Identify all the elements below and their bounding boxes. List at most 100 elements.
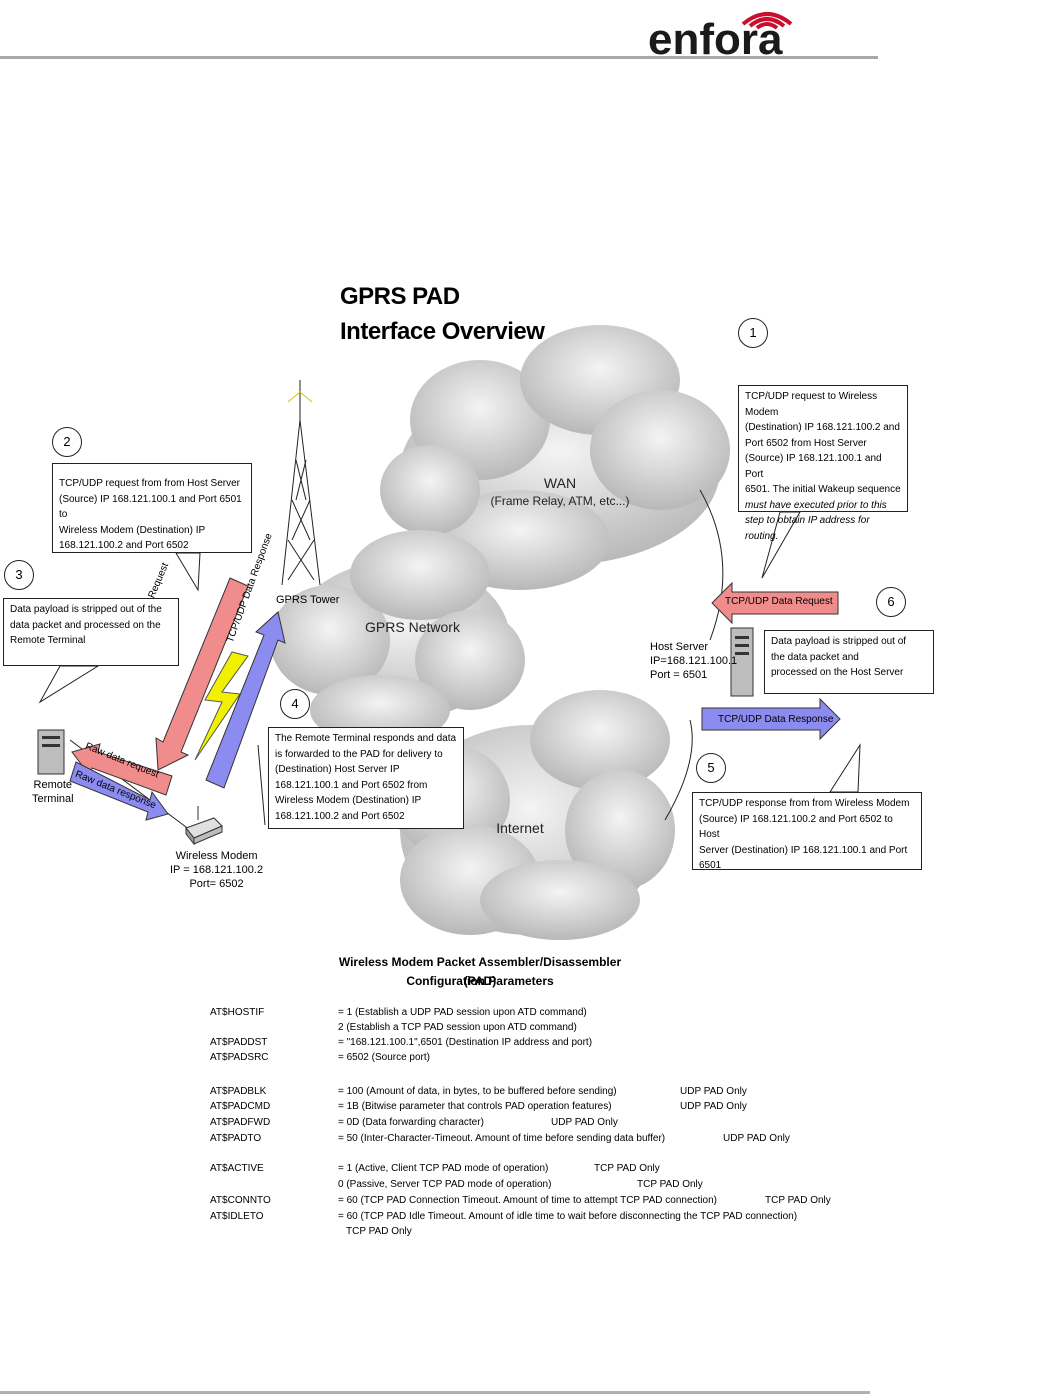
remote-terminal-line1: Remote xyxy=(33,779,73,791)
wan-sub-label: (Frame Relay, ATM, etc...) xyxy=(490,494,630,508)
callout6-line: the data packet and xyxy=(771,651,859,663)
config-value: = "168.121.100.1",6501 (Destination IP a… xyxy=(338,1037,593,1048)
config-key: AT$PADDST xyxy=(210,1037,268,1048)
logo-text: enfora xyxy=(648,15,783,62)
config-title-line2: Configuration Parameters xyxy=(406,974,554,988)
config-note: UDP PAD Only xyxy=(680,1101,747,1112)
wan-host-link xyxy=(699,489,724,641)
config-value: 2 (Establish a TCP PAD session upon ATD … xyxy=(338,1022,577,1033)
config-note: TCP PAD Only xyxy=(765,1195,831,1206)
callout4-line: (Destination) Host Server IP xyxy=(275,764,400,775)
config-key: AT$PADBLK xyxy=(210,1086,267,1097)
tcp-udp-data-response-arrow-diag xyxy=(205,611,286,789)
callout2-line: TCP/UDP request from from Host Server xyxy=(59,478,240,489)
callout4-line: is forwarded to the PAD for delivery to xyxy=(275,748,443,760)
step-number-4: 4 xyxy=(280,689,310,719)
config-value: = 60 (TCP PAD Idle Timeout. Amount of id… xyxy=(338,1211,798,1222)
callout1-line: (Source) IP 168.121.100.1 and Port xyxy=(745,453,882,480)
callout4-pointer xyxy=(257,744,266,826)
step-number-2: 2 xyxy=(52,427,82,457)
callout3-line: Data payload is stripped out of the xyxy=(10,604,162,615)
callout1-line: 6501. The initial Wakeup sequence xyxy=(745,484,901,495)
callout4-line: The Remote Terminal responds and data xyxy=(275,733,457,744)
config-value: = 1B (Bitwise parameter that controls PA… xyxy=(338,1101,612,1112)
raw-data-request-arrow xyxy=(71,743,173,796)
config-value: = 50 (Inter-Character-Timeout. Amount of… xyxy=(338,1133,666,1144)
config-key: AT$PADFWD xyxy=(210,1117,271,1128)
diagram-title-line1: GPRS PAD xyxy=(340,283,460,310)
host-server-icon xyxy=(730,627,754,697)
gprs-tower-label: GPRS Tower xyxy=(276,594,340,606)
config-key: AT$IDLETO xyxy=(210,1211,264,1222)
lightning-bolt-icon xyxy=(194,651,249,761)
host-server-label: Host Server IP=168.121.100.1 Port = 6501 xyxy=(650,640,738,682)
callout2-line: 168.121.100.2 and Port 6502 xyxy=(59,540,189,551)
config-key: AT$ACTIVE xyxy=(210,1163,264,1174)
config-value: = 60 (TCP PAD Connection Timeout. Amount… xyxy=(338,1195,717,1206)
step-number-5: 5 xyxy=(696,753,726,783)
remote-terminal-line2: Terminal xyxy=(32,793,74,805)
config-key: AT$PADCMD xyxy=(210,1101,271,1112)
callout3-pointer xyxy=(38,665,100,704)
gprs-tower-icon xyxy=(281,380,321,586)
config-note: TCP PAD Only xyxy=(594,1163,660,1174)
callout5-line: TCP/UDP response from from Wireless Mode… xyxy=(699,798,910,809)
remote-terminal-icon xyxy=(37,729,65,775)
callout-step-3: Data payload is stripped out of the data… xyxy=(3,598,179,666)
wan-label: WAN xyxy=(543,475,577,491)
callout5-pointer xyxy=(829,743,861,793)
callout1-line: TCP/UDP request to Wireless Modem xyxy=(745,391,878,418)
gprs-network-label: GPRS Network xyxy=(365,619,460,635)
step-number-6: 6 xyxy=(876,587,906,617)
config-value: = 1 (Active, Client TCP PAD mode of oper… xyxy=(338,1163,549,1174)
config-note: UDP PAD Only xyxy=(680,1086,747,1097)
host-server-ip: IP=168.121.100.1 xyxy=(650,655,738,667)
config-value: = 6502 (Source port) xyxy=(338,1052,430,1063)
callout1-line: Port 6502 from Host Server xyxy=(745,437,867,449)
config-value: 0 (Passive, Server TCP PAD mode of opera… xyxy=(338,1179,552,1190)
callout1-line: must have executed prior to this xyxy=(745,499,887,511)
logo-graphic: enfora xyxy=(648,12,793,62)
config-value: = 1 (Establish a UDP PAD session upon AT… xyxy=(338,1007,587,1018)
config-note: UDP PAD Only xyxy=(551,1117,618,1128)
remote-terminal-label: Remote Terminal xyxy=(32,778,74,806)
enfora-logo: enfora xyxy=(645,2,875,62)
callout1-line: (Destination) IP 168.121.100.2 and xyxy=(745,422,900,433)
callout-step-5: TCP/UDP response from from Wireless Mode… xyxy=(692,792,922,871)
callout5-line: 6501 xyxy=(699,860,722,871)
callout6-line: Data payload is stripped out of xyxy=(771,636,907,647)
tcp-udp-data-request-arrow-diag xyxy=(155,577,249,771)
callout-step-4: The Remote Terminal responds and data is… xyxy=(268,727,464,829)
config-key: AT$PADSRC xyxy=(210,1052,269,1063)
config-note: UDP PAD Only xyxy=(723,1133,790,1144)
callout2-line: (Source) IP 168.121.100.1 and Port 6501 … xyxy=(59,493,242,521)
config-value: TCP PAD Only xyxy=(346,1226,412,1237)
wan-cloud xyxy=(380,325,730,590)
raw-data-response-arrow xyxy=(69,761,169,821)
tcp-udp-data-response-arrow xyxy=(701,697,841,741)
tcp-udp-data-response-label: TCP/UDP Data Response xyxy=(718,714,834,725)
callout4-line: 168.121.100.2 and Port 6502 xyxy=(275,810,405,822)
gprs-cloud xyxy=(270,530,525,745)
callout2-pointer xyxy=(175,552,201,592)
wireless-modem-icon xyxy=(185,806,223,846)
step-number-3: 3 xyxy=(4,560,34,590)
config-key: AT$PADTO xyxy=(210,1133,262,1144)
wireless-modem-ip: IP = 168.121.100.2 xyxy=(170,864,264,876)
callout4-line: Wireless Modem (Destination) IP xyxy=(275,795,422,806)
callout2-line: Wireless Modem (Destination) IP xyxy=(59,524,206,536)
step-number-1: 1 xyxy=(738,318,768,348)
config-value: = 100 (Amount of data, in bytes, to be b… xyxy=(338,1086,617,1097)
callout6-line: processed on the Host Server xyxy=(771,667,904,678)
diagram-title-line2: Interface Overview xyxy=(340,318,545,345)
wireless-modem-port: Port= 6502 xyxy=(189,878,244,890)
callout5-line: (Source) IP 168.121.100.2 and Port 6502 … xyxy=(699,813,893,841)
wireless-modem-name: Wireless Modem xyxy=(175,850,258,862)
internet-label: Internet xyxy=(496,820,544,836)
callout1-line: step to obtain IP address for routing. xyxy=(745,515,870,542)
callout1-pointer xyxy=(761,511,801,579)
callout5-line: Server (Destination) IP 168.121.100.1 an… xyxy=(699,844,908,856)
tcp-udp-data-request-label: TCP/UDP Data Request xyxy=(725,596,833,607)
config-key: AT$CONNTO xyxy=(210,1195,271,1206)
